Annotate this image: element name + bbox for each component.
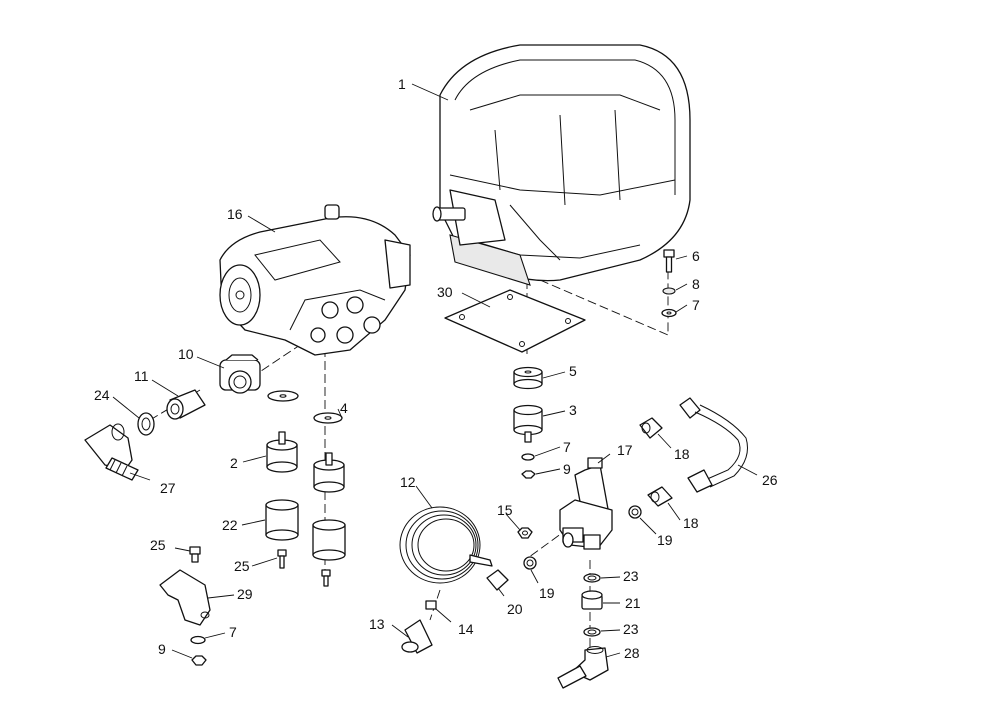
engine <box>432 44 691 286</box>
hose-assembly <box>679 397 748 493</box>
callout-20: 20 <box>507 601 523 617</box>
callout-21: 21 <box>625 595 641 611</box>
callout-10: 10 <box>178 346 194 362</box>
fittings-right <box>639 417 673 507</box>
isolator-stack-left <box>265 390 346 587</box>
callout-19b: 19 <box>539 585 555 601</box>
callout-25a: 25 <box>150 537 166 553</box>
gasket-plate <box>444 289 586 353</box>
callout-27: 27 <box>160 480 176 496</box>
callout-7a: 7 <box>692 297 700 313</box>
callout-7b: 7 <box>229 624 237 640</box>
hose-end-fitting <box>401 600 437 654</box>
elbow-fitting <box>84 423 139 481</box>
callout-8: 8 <box>692 276 700 292</box>
leader-lines <box>112 83 758 659</box>
callout-15: 15 <box>497 502 513 518</box>
unloader-valve <box>559 457 613 550</box>
callout-28: 28 <box>624 645 640 661</box>
callout-7c: 7 <box>563 439 571 455</box>
o-ring-left <box>137 412 155 436</box>
callout-4: 4 <box>340 400 348 416</box>
callout-26: 26 <box>762 472 778 488</box>
callout-25b: 25 <box>234 558 250 574</box>
pump <box>219 204 411 356</box>
callout-17: 17 <box>617 442 633 458</box>
bolt-and-washers-right <box>661 249 677 318</box>
small-fittings <box>486 505 642 591</box>
callout-9a: 9 <box>158 641 166 657</box>
callout-2: 2 <box>230 455 238 471</box>
bracket <box>159 546 211 666</box>
callout-12: 12 <box>400 474 416 490</box>
inlet-fitting <box>219 354 261 394</box>
callout-24: 24 <box>94 387 110 403</box>
callout-29: 29 <box>237 586 253 602</box>
callout-13: 13 <box>369 616 385 632</box>
callout-9b: 9 <box>563 461 571 477</box>
callout-19a: 19 <box>657 532 673 548</box>
adapter <box>166 389 206 420</box>
isolator-stack-center <box>513 366 543 479</box>
callout-23b: 23 <box>623 621 639 637</box>
callout-14: 14 <box>458 621 474 637</box>
outlet-fittings <box>557 573 609 689</box>
callout-3: 3 <box>569 402 577 418</box>
callout-5: 5 <box>569 363 577 379</box>
callout-18a: 18 <box>674 446 690 462</box>
callout-6: 6 <box>692 248 700 264</box>
callout-18b: 18 <box>683 515 699 531</box>
callout-11: 11 <box>134 368 149 384</box>
callout-30: 30 <box>437 284 453 300</box>
callout-labels: 1 16 30 6 8 7 10 11 24 4 2 27 22 25 25 2… <box>94 76 778 661</box>
callout-23a: 23 <box>623 568 639 584</box>
callout-22: 22 <box>222 517 238 533</box>
coiled-hose <box>399 506 493 584</box>
callout-16: 16 <box>227 206 243 222</box>
callout-1: 1 <box>398 76 406 92</box>
